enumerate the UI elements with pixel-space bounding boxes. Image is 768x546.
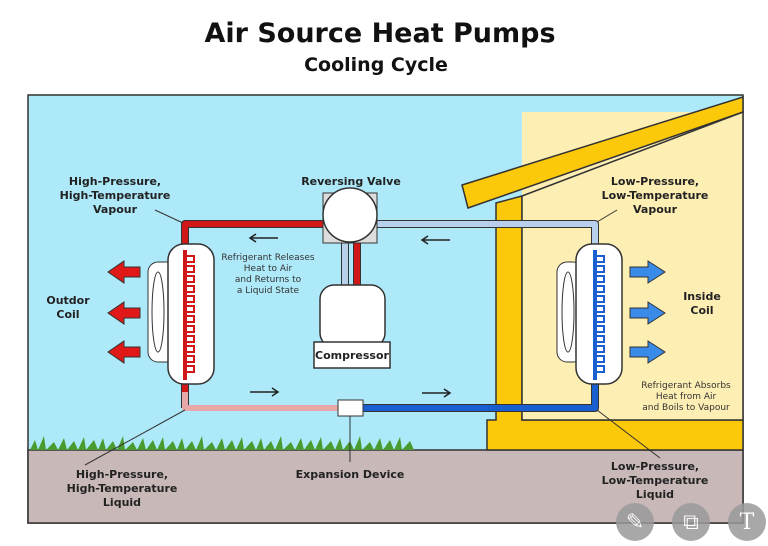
outdoor-coil-label: Outdor: [46, 294, 90, 307]
text-icon[interactable]: T: [728, 503, 766, 541]
lp-vapour-label: Vapour: [633, 203, 678, 216]
hp-liquid-label: High-Pressure,: [76, 468, 168, 481]
absorb-note: Refrigerant Absorbs: [641, 381, 731, 391]
hp-vapour-label: Vapour: [93, 203, 138, 216]
lp-vapour-label: Low-Temperature: [602, 189, 709, 202]
leader-lines: [84, 209, 661, 466]
heat-out-arrow: [107, 260, 141, 284]
grass: [30, 436, 414, 450]
hp-liquid-label: Liquid: [103, 496, 141, 509]
outdoor-coil-unit: [147, 243, 215, 385]
compressor: Compressor: [313, 284, 391, 369]
lp-vapour-label: Low-Pressure,: [611, 175, 699, 188]
absorb-note: and Boils to Vapour: [642, 403, 730, 413]
heat-out-arrow: [107, 340, 141, 364]
reversing-valve-label: Reversing Valve: [301, 175, 401, 188]
heat-in-arrow: [629, 340, 666, 364]
release-note: Heat to Air: [244, 264, 293, 274]
subtitle: Cooling Cycle: [304, 54, 448, 76]
outdoor-coil-label: Coil: [56, 308, 79, 321]
reversing-valve: [322, 187, 378, 244]
lp-liquid-label: Low-Pressure,: [611, 460, 699, 473]
lp-liquid-label: Liquid: [636, 488, 674, 501]
heat-out-arrow: [107, 301, 141, 325]
title: Air Source Heat Pumps: [204, 18, 555, 49]
release-note: Refrigerant Releases: [221, 253, 314, 263]
expansion-device: [337, 399, 364, 417]
inside-coil-label: Inside: [683, 290, 721, 303]
hp-liquid-label: High-Temperature: [67, 482, 178, 495]
magic-wand-icon[interactable]: ✎: [616, 503, 654, 541]
inside-coil-unit: [556, 243, 623, 385]
heat-in-arrow: [629, 301, 666, 325]
inside-coil-label: Coil: [690, 304, 713, 317]
heat-in-arrow: [629, 260, 666, 284]
expansion-device-label: Expansion Device: [296, 468, 405, 481]
flow-arrows: [248, 233, 452, 398]
release-note: and Returns to: [235, 275, 302, 285]
hp-vapour-label: High-Pressure,: [69, 175, 161, 188]
hp-vapour-label: High-Temperature: [60, 189, 171, 202]
release-note: a Liquid State: [237, 286, 300, 296]
compressor-label: Compressor: [315, 349, 390, 362]
lp-liquid-label: Low-Temperature: [602, 474, 709, 487]
absorb-note: Heat from Air: [656, 392, 717, 402]
crop-icon[interactable]: ⧉: [672, 503, 710, 541]
